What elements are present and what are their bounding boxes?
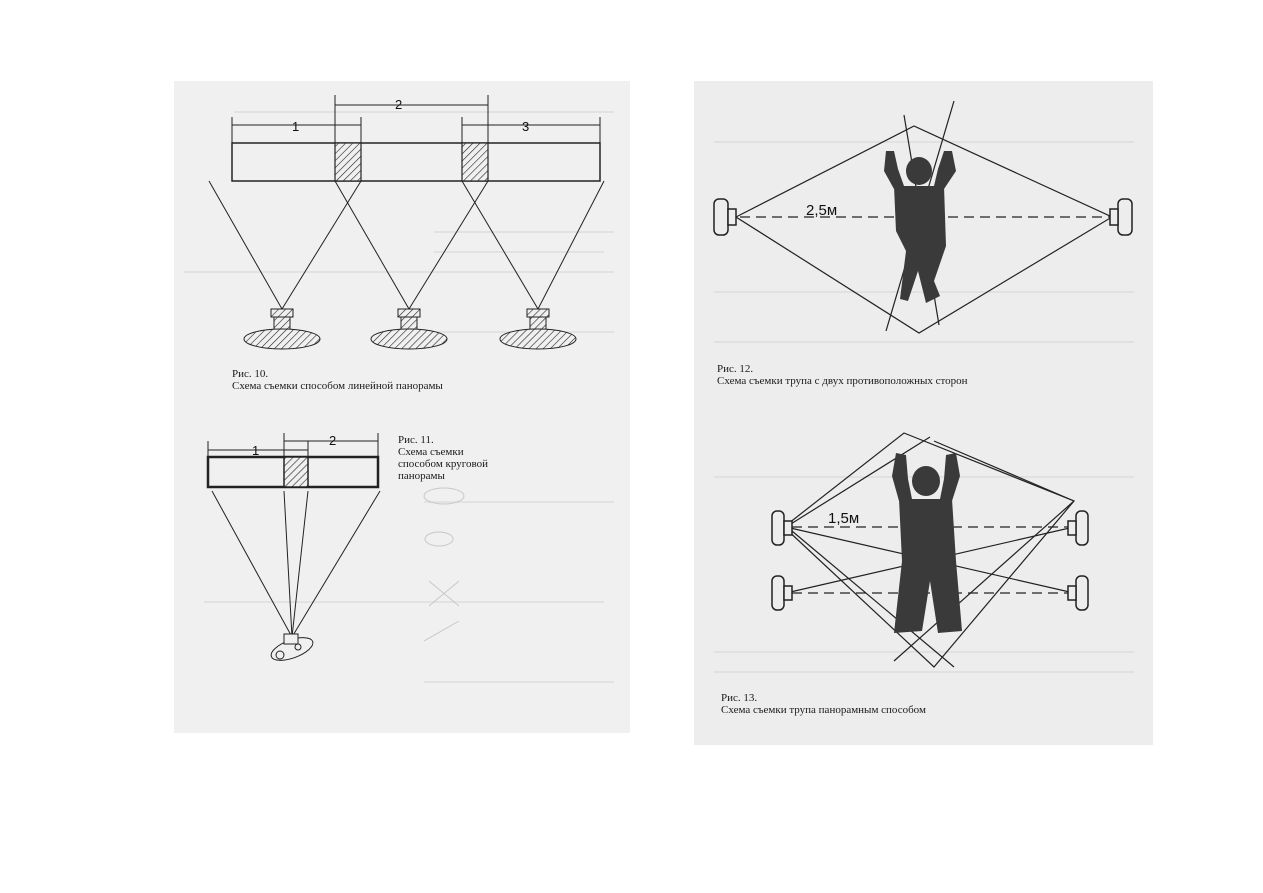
- fig12-caption-num: Рис. 12.: [717, 363, 754, 375]
- fig10-overlap-1: [334, 142, 362, 182]
- fig12-body-silhouette: [884, 151, 956, 303]
- fig10-camera-3: [499, 308, 577, 350]
- fig10-camera-1: [243, 308, 321, 350]
- fig13-camera-bottom-left: [771, 575, 793, 611]
- fig13-caption: Рис. 13. Схема съемки трупа панорамным с…: [721, 692, 926, 716]
- fig11-caption-line-2: способом круговой: [398, 458, 488, 470]
- fig11-caption: Рис. 11. Схема съемки способом круговой …: [398, 434, 488, 482]
- fig13-caption-text: Схема съемки трупа панорамным способом: [721, 704, 926, 716]
- fig10-strip: [231, 142, 601, 182]
- fig11-label-2: 2: [329, 433, 336, 448]
- fig12-camera-left: [713, 198, 737, 236]
- left-page: 1 2 3 1 2 Рис. 10. Схема съемки способом…: [174, 81, 630, 733]
- fig10-overlap-2: [461, 142, 489, 182]
- fig13-camera-bottom-right: [1067, 575, 1089, 611]
- fig13-camera-top-right: [1067, 510, 1089, 546]
- fig13-distance-label: 1,5м: [828, 510, 859, 527]
- fig11-label-1: 1: [252, 443, 259, 458]
- fig10-caption-text: Схема съемки способом линейной панорамы: [232, 380, 443, 392]
- fig10-diagram: 1 2 3 1 2: [206, 95, 605, 661]
- fig12-camera-right: [1109, 198, 1133, 236]
- fig12-fig13-diagram: 2,5м 1,5м: [713, 100, 1133, 668]
- fig10-caption: Рис. 10. Схема съемки способом линейной …: [232, 368, 443, 392]
- fig10-camera-2: [370, 308, 448, 350]
- fig13-body-silhouette: [892, 453, 962, 633]
- fig10-label-2: 2: [395, 97, 402, 112]
- fig12-caption: Рис. 12. Схема съемки трупа с двух проти…: [717, 363, 968, 387]
- fig11-camera: [270, 633, 314, 661]
- fig11-overlap: [283, 456, 309, 488]
- fig10-caption-num: Рис. 10.: [232, 368, 269, 380]
- fig12-caption-text: Схема съемки трупа с двух противоположны…: [717, 375, 968, 387]
- fig11-caption-num: Рис. 11.: [398, 434, 434, 446]
- fig11-caption-line-1: Схема съемки: [398, 446, 464, 458]
- fig10-label-3: 3: [522, 119, 529, 134]
- fig10-label-1: 1: [292, 119, 299, 134]
- fig13-caption-num: Рис. 13.: [721, 692, 758, 704]
- fig13-camera-top-left: [771, 510, 793, 546]
- fig11-caption-line-3: панорамы: [398, 470, 445, 482]
- fig12-distance-label: 2,5м: [806, 202, 837, 219]
- right-page: 2,5м 1,5м Рис. 12. Схема съемки трупа с …: [694, 81, 1153, 745]
